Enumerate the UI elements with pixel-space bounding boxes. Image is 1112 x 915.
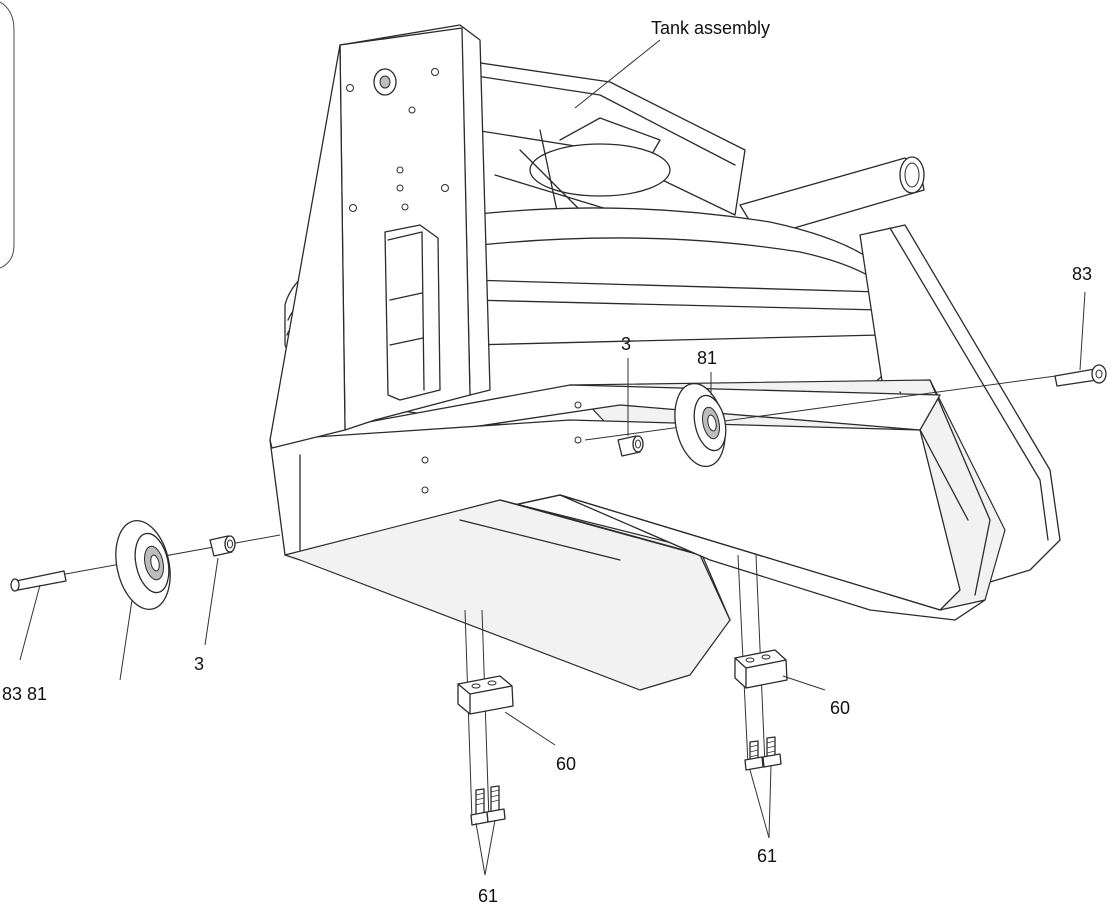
label-part-81-right: 81 bbox=[697, 348, 717, 368]
right-screws-61 bbox=[744, 736, 782, 771]
left-wheel-81 bbox=[115, 520, 171, 610]
right-foot-block-60 bbox=[734, 649, 788, 689]
label-part-83-81-left: 83 81 bbox=[2, 684, 47, 704]
label-tank-assembly: Tank assembly bbox=[651, 18, 770, 38]
label-part-3-left: 3 bbox=[194, 654, 204, 674]
left-screws-61 bbox=[470, 785, 506, 826]
vertical-plate bbox=[269, 24, 491, 449]
left-spacer-3 bbox=[209, 535, 236, 557]
label-part-60-left: 60 bbox=[556, 754, 576, 774]
leader-lines bbox=[19, 39, 1086, 876]
label-part-61-left: 61 bbox=[478, 886, 498, 906]
page-edge-fragment bbox=[0, 1, 15, 269]
base-frame bbox=[269, 379, 1006, 691]
left-foot-block-60 bbox=[457, 675, 514, 715]
label-part-83-right: 83 bbox=[1072, 264, 1092, 284]
left-axle-bolt-83 bbox=[10, 570, 67, 592]
label-part-3-right: 3 bbox=[621, 334, 631, 354]
right-spacer-3 bbox=[617, 435, 644, 457]
label-part-60-right: 60 bbox=[830, 698, 850, 718]
label-part-61-right: 61 bbox=[757, 846, 777, 866]
right-wheel-81 bbox=[674, 382, 727, 468]
right-axle-bolt-83 bbox=[1054, 364, 1107, 387]
